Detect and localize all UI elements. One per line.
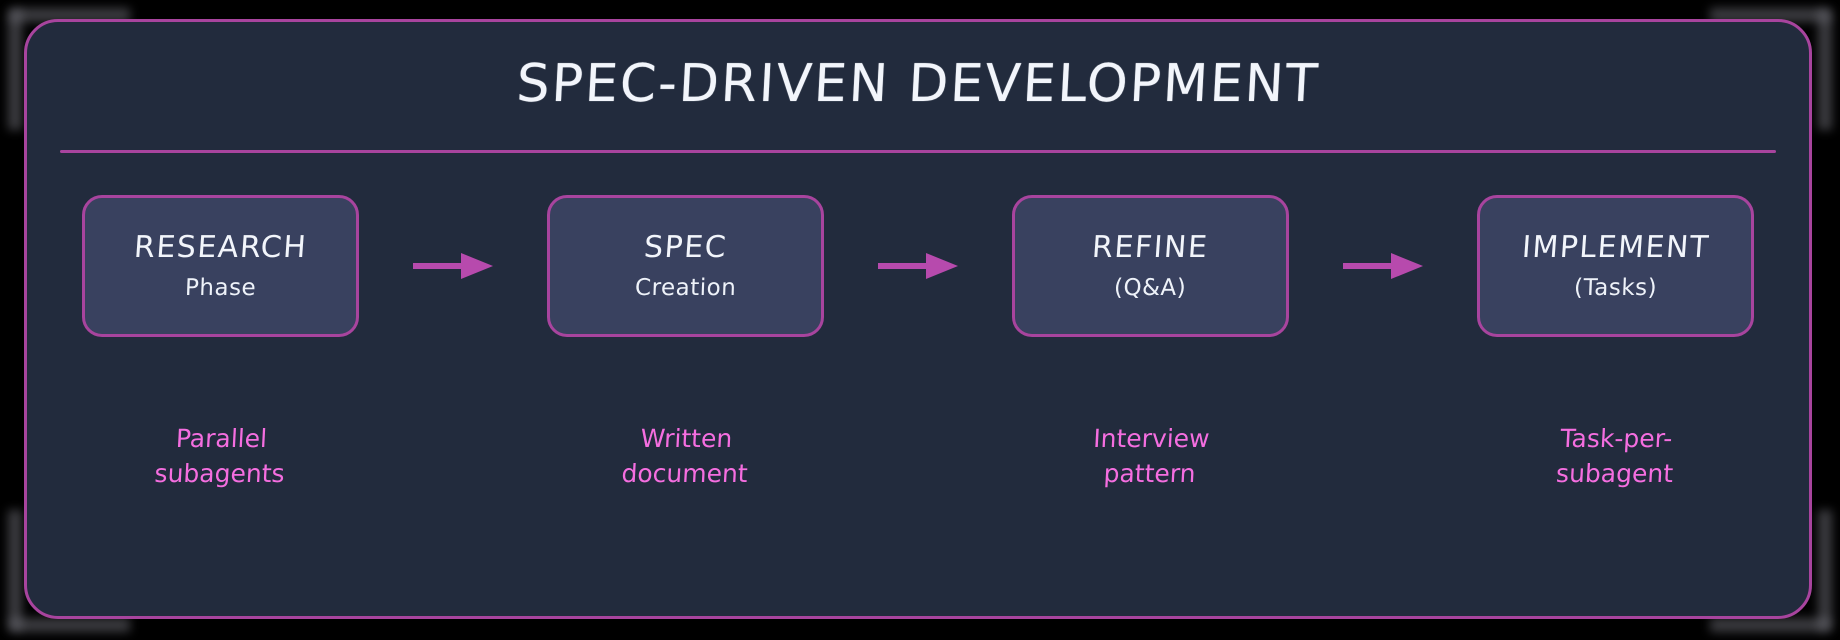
caption-line: subagent	[1555, 458, 1674, 488]
flow-node-refine[interactable]: REFINE (Q&A)	[1012, 195, 1289, 337]
flow-node-subtitle: Creation	[634, 274, 737, 301]
arrow-right-icon	[876, 251, 960, 281]
flow-node-subtitle: (Q&A)	[1113, 274, 1188, 301]
flow-node-subtitle: (Tasks)	[1573, 274, 1658, 301]
arrow-right-icon	[1341, 251, 1425, 281]
caption-line: pattern	[1102, 458, 1197, 488]
flow-caption-refine: Interview pattern	[1010, 422, 1291, 491]
flow-caption-research: Parallel subagents	[80, 422, 361, 491]
card-shadow	[10, 618, 130, 632]
flow-caption-spec: Written document	[545, 422, 826, 491]
caption-line: Written	[639, 424, 734, 453]
flow-node-implement[interactable]: IMPLEMENT (Tasks)	[1477, 195, 1754, 337]
card-shadow	[1710, 618, 1830, 632]
caption-row: Parallel subagents Written document Inte…	[82, 422, 1754, 532]
flow-node-subtitle: Phase	[184, 274, 257, 301]
card-shadow	[8, 10, 22, 130]
caption-line: Parallel	[175, 424, 268, 453]
caption-line: Task-per-	[1559, 424, 1674, 453]
title-divider	[60, 150, 1776, 153]
diagram-title: SPEC-DRIVEN DEVELOPMENT	[515, 54, 1321, 114]
card-shadow	[1818, 510, 1832, 630]
flow-node-title: RESEARCH	[132, 229, 309, 265]
flow-node-title: IMPLEMENT	[1520, 229, 1711, 265]
flow-node-title: REFINE	[1091, 229, 1210, 265]
flow-node-research[interactable]: RESEARCH Phase	[82, 195, 359, 337]
flow-node-title: SPEC	[642, 229, 729, 265]
flow-row: RESEARCH Phase SPEC Creation	[82, 186, 1754, 346]
caption-line: subagents	[153, 458, 286, 488]
caption-line: Interview	[1092, 424, 1211, 453]
arrow-right-icon	[411, 251, 495, 281]
diagram-card: SPEC-DRIVEN DEVELOPMENT RESEARCH Phase S…	[24, 19, 1812, 619]
flow-node-spec[interactable]: SPEC Creation	[547, 195, 824, 337]
caption-line: document	[620, 458, 749, 488]
card-shadow	[8, 510, 22, 630]
card-shadow	[1818, 10, 1832, 130]
flow-caption-implement: Task-per- subagent	[1475, 422, 1756, 491]
